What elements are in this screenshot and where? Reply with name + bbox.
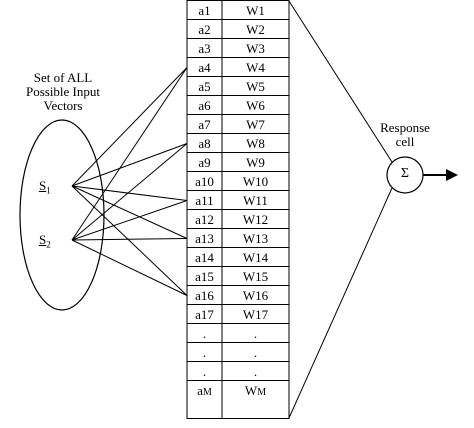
association-cell: a6	[198, 98, 211, 113]
association-cell: a1	[198, 3, 211, 18]
table-row: ..	[187, 343, 289, 362]
weight-cell: W9	[246, 155, 265, 170]
s2-letter: S	[39, 232, 47, 247]
weight-cell: W15	[242, 269, 269, 284]
response-caption-line-1: Response	[380, 120, 430, 135]
input-set-ellipse	[19, 119, 105, 311]
s2-to-a8-line	[71, 143, 188, 241]
s2-to-a11-line	[71, 200, 188, 241]
table-row: ..	[187, 324, 289, 343]
association-cell: a13	[195, 231, 214, 246]
weight-cell: W4	[246, 60, 265, 75]
input-vector-s2: S2	[39, 233, 51, 252]
table-row: a14 W14	[187, 248, 289, 267]
s2-to-a4-line	[71, 67, 188, 241]
association-cell: a15	[195, 269, 214, 284]
weight-cell: WM	[244, 383, 267, 398]
table-row: a3 W3	[187, 39, 289, 58]
s1-subscript: 1	[46, 185, 51, 196]
table-row: a8 W8	[187, 134, 289, 153]
association-cell: a9	[198, 155, 211, 170]
association-cell: .	[202, 326, 207, 341]
association-cell: aM	[197, 383, 212, 398]
s1-to-a16-line	[71, 185, 188, 296]
table-row: a6 W6	[187, 96, 289, 115]
weight-cell: W7	[246, 117, 265, 132]
input-set-caption-line-1: Set of ALL	[33, 70, 93, 85]
table-row: a17 W17	[187, 305, 289, 324]
response-caption-line-2: cell	[395, 134, 415, 149]
table-top-to-response-line	[288, 0, 393, 163]
table-row: ..	[187, 362, 289, 381]
table-row: a15 W15	[187, 267, 289, 286]
association-cell: a7	[198, 117, 211, 132]
association-cell: .	[202, 364, 207, 379]
table-row: a13 W13	[187, 229, 289, 248]
association-cell: a3	[198, 41, 211, 56]
s2-subscript: 2	[46, 239, 51, 250]
association-cell: a14	[195, 250, 214, 265]
association-cell: a4	[198, 60, 211, 75]
association-cell: a10	[195, 174, 214, 189]
input-set-caption-line-3: Vectors	[43, 98, 83, 113]
weight-cell: W1	[246, 3, 265, 18]
association-cell: a11	[195, 193, 214, 208]
association-cell: .	[202, 345, 207, 360]
table-row: a7 W7	[187, 115, 289, 134]
weight-cell: W5	[246, 79, 265, 94]
table-row: a5 W5	[187, 77, 289, 96]
association-cell: a16	[195, 288, 214, 303]
table-row: aM WM	[187, 381, 289, 400]
s1-to-a11-line	[71, 185, 188, 201]
weight-cell: W6	[246, 98, 265, 113]
weight-cell: W17	[242, 307, 269, 322]
sigma-symbol: Σ	[400, 166, 410, 181]
table-row: a4 W4	[187, 58, 289, 77]
weight-cell: .	[253, 345, 258, 360]
input-vector-s1: S1	[39, 179, 51, 198]
association-cell: a8	[198, 136, 211, 151]
output-arrow-head	[446, 169, 458, 181]
weight-cell: W12	[242, 212, 269, 227]
table-row: a12 W12	[187, 210, 289, 229]
association-cell: a17	[195, 307, 214, 322]
table-row: a1 W1	[187, 1, 289, 20]
weight-cell: .	[253, 326, 258, 341]
weight-cell: W14	[242, 250, 269, 265]
weight-cell: W11	[243, 193, 268, 208]
input-set-caption-line-2: Possible Input	[25, 84, 101, 99]
weight-cell: W3	[246, 41, 265, 56]
table-row: a16 W16	[187, 286, 289, 305]
weight-cell: .	[253, 364, 258, 379]
association-cell: a5	[198, 79, 211, 94]
weight-cell: W13	[242, 231, 269, 246]
s2-to-a13-line	[71, 238, 188, 241]
weight-cell: W16	[242, 288, 269, 303]
table-row: a9 W9	[187, 153, 289, 172]
table-row: a2 W2	[187, 20, 289, 39]
table-row: a11 W11	[187, 191, 289, 210]
s1-to-a8-line	[71, 143, 188, 187]
s1-letter: S	[39, 178, 47, 193]
table-row: a10 W10	[187, 172, 289, 191]
table-bottom-to-response-line	[288, 187, 393, 419]
s2-to-a16-line	[71, 239, 188, 296]
weight-cell: W8	[246, 136, 265, 151]
association-cell: a12	[195, 212, 214, 227]
association-cell: a2	[198, 22, 211, 37]
s1-to-a4-line	[71, 67, 188, 187]
s1-to-a13-line	[71, 185, 188, 239]
weight-cell: W10	[242, 174, 269, 189]
weight-cell: W2	[246, 22, 265, 37]
